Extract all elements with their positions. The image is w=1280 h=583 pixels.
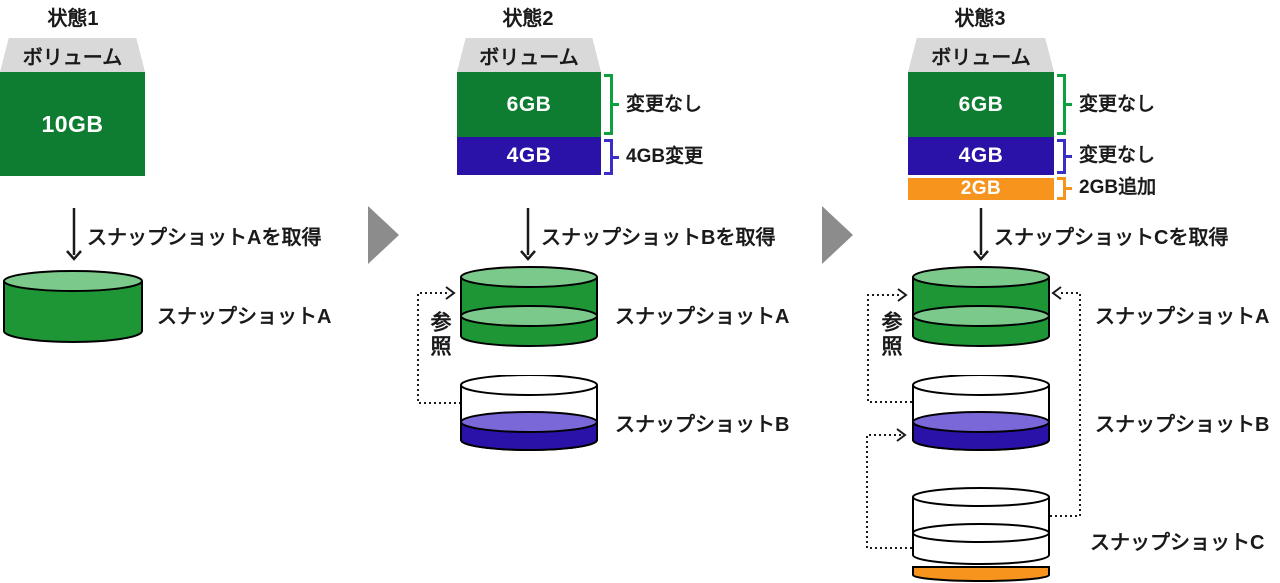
state1-down-arrow-icon [66, 208, 82, 261]
state2-volume-cap: ボリューム [457, 38, 601, 72]
state2-reference-arrow [417, 286, 461, 404]
state3-bracket-2gb [1057, 177, 1072, 200]
state3-volume-segment-4gb: 4GB [908, 137, 1054, 175]
state3-volume-segment-2gb: 2GB [908, 178, 1054, 200]
state3-snapshot-c-cylinder [912, 487, 1050, 582]
state2-annotation-4gb: 4GB変更 [626, 146, 704, 167]
state1-snapshot-a-cylinder [3, 270, 143, 343]
state3-reference-arrow-b-to-a [867, 288, 912, 403]
state3-title: 状態3 [954, 8, 1006, 30]
state3-down-arrow-icon [973, 208, 989, 261]
state3-bracket-4gb [1057, 139, 1072, 174]
state3-bracket-6gb [1057, 74, 1072, 135]
state2-action-label: スナップショットBを取得 [541, 227, 776, 249]
state3-volume-segment-6gb: 6GB [908, 72, 1054, 137]
state3-reference-arrow-c-to-b [866, 428, 912, 549]
transition-arrow-2-icon [822, 206, 853, 264]
state3-annotation-4gb: 変更なし [1079, 145, 1156, 166]
state2-volume-segment-6gb: 6GB [457, 72, 601, 137]
state2-annotation-6gb: 変更なし [626, 94, 703, 115]
state1-action-label: スナップショットAを取得 [87, 227, 322, 249]
state2-bracket-6gb [604, 74, 619, 135]
state2-snapshot-b-cylinder [460, 375, 598, 451]
state2-volume-segment-4gb: 4GB [457, 137, 601, 175]
state1-snapshot-a-label: スナップショットA [157, 306, 332, 328]
state1-volume-segment-10gb: 10GB [0, 72, 145, 176]
state3-snapshot-b-cylinder [912, 375, 1050, 451]
transition-arrow-1-icon [368, 206, 399, 264]
state1-volume-cap: ボリューム [0, 38, 145, 72]
state3-annotation-6gb: 変更なし [1079, 94, 1156, 115]
state2-snapshot-a-cylinder [460, 266, 598, 347]
state3-snapshot-c-label: スナップショットC [1090, 532, 1265, 554]
state2-bracket-4gb [604, 139, 619, 175]
state3-annotation-2gb: 2GB追加 [1079, 177, 1157, 198]
state3-reference-arrow-c-to-a [1050, 286, 1081, 517]
state2-snapshot-a-label: スナップショットA [615, 306, 790, 328]
state3-volume-cap: ボリューム [908, 38, 1054, 72]
state2-title: 状態2 [502, 8, 554, 30]
state3-snapshot-a-label: スナップショットA [1095, 306, 1270, 328]
state2-snapshot-b-label: スナップショットB [615, 414, 790, 436]
state3-snapshot-b-label: スナップショットB [1095, 414, 1270, 436]
state3-action-label: スナップショットCを取得 [994, 227, 1229, 249]
state3-reference-label: 参照 [879, 311, 902, 359]
state3-snapshot-a-cylinder [912, 266, 1050, 347]
state1-title: 状態1 [47, 8, 99, 30]
state2-down-arrow-icon [520, 208, 536, 261]
state2-reference-label: 参照 [428, 311, 451, 359]
